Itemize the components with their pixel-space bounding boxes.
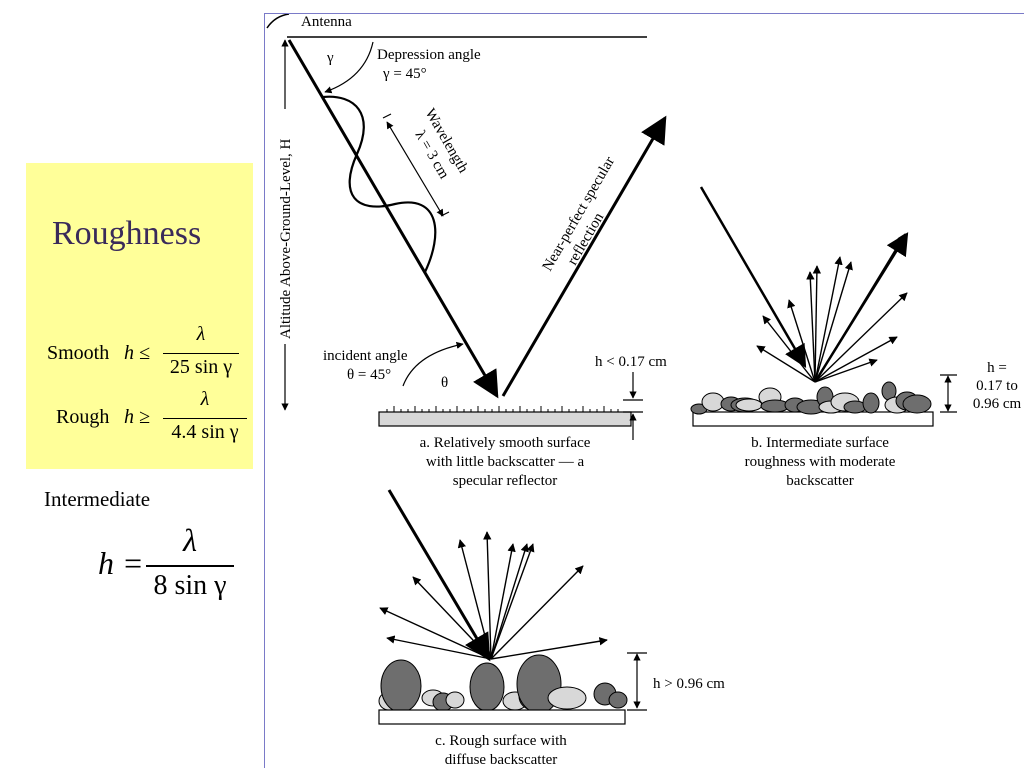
- incident-arrow-b: [699, 186, 807, 368]
- theta-symbol: θ: [441, 375, 448, 391]
- backscatter-ray: [812, 265, 822, 383]
- backscatter-ray: [379, 607, 492, 660]
- backscatter-ray: [483, 531, 492, 660]
- caption-a-line3: specular reflector: [453, 473, 558, 489]
- rough-surface: [378, 709, 626, 725]
- height-a-label: h < 0.17 cm: [595, 354, 667, 370]
- wavelength-wave: [322, 95, 437, 273]
- depression-angle-arc: [324, 41, 374, 94]
- stone: [445, 691, 465, 709]
- incident-angle-arc: [402, 341, 464, 387]
- height-b-label-3: 0.96 cm: [973, 396, 1022, 412]
- incident-angle-label: incident angle: [323, 348, 408, 364]
- caption-b-line3: backscatter: [786, 473, 853, 489]
- smooth-surface-texture: [386, 406, 619, 412]
- depression-angle-value: γ = 45°: [382, 66, 427, 82]
- backscatter-ray: [386, 635, 492, 660]
- backscatter-ray: [813, 232, 909, 383]
- specular-reflection-arrow: [501, 115, 667, 397]
- intermediate-label: Intermediate: [44, 487, 151, 511]
- wavelength-tick-top: [382, 113, 392, 119]
- height-c-label: h > 0.96 cm: [653, 676, 725, 692]
- rough-denominator: 4.4 sin γ: [171, 421, 239, 443]
- altitude-label: Altitude Above-Ground-Level, H: [278, 138, 294, 339]
- rough-numerator: λ: [200, 388, 210, 410]
- incident-angle-value: θ = 45°: [347, 367, 391, 383]
- diagram-svg: Antenna Altitude Above-Ground-Level, H γ…: [266, 14, 1022, 768]
- caption-a-line1: a. Relatively smooth surface: [420, 435, 591, 451]
- panel-title: Roughness: [52, 215, 202, 252]
- rough-label: Rough: [56, 406, 110, 428]
- intermediate-lhs: h =: [98, 545, 144, 581]
- smooth-label: Smooth: [47, 342, 110, 364]
- backscatter-ray: [490, 637, 608, 660]
- stone: [701, 392, 725, 412]
- backscatter-ray: [457, 539, 492, 660]
- smooth-fraction-bar: [163, 353, 239, 354]
- stone: [380, 659, 422, 713]
- backscatter-ray: [756, 345, 816, 383]
- backscatter-ray: [814, 336, 898, 383]
- stone: [608, 691, 628, 709]
- backscatter-ray: [412, 576, 492, 660]
- antenna-icon: [266, 14, 290, 29]
- backscatter-ray: [490, 565, 584, 660]
- intermediate-fraction-bar: [146, 565, 234, 567]
- intermediate-denominator: 8 sin γ: [153, 570, 227, 601]
- caption-c-line2: diffuse backscatter: [445, 752, 558, 768]
- backscatter-ray: [762, 315, 816, 383]
- roughness-formula-panel: Roughness Smooth h ≤ λ 25 sin γ Rough h …: [26, 163, 253, 469]
- smooth-numerator: λ: [196, 323, 206, 345]
- caption-a-line2: with little backscatter — a: [426, 454, 585, 470]
- rough-surface-stones: [378, 654, 628, 714]
- backscatter-ray: [787, 299, 816, 383]
- height-b-label-2: 0.17 to: [976, 378, 1018, 394]
- backscatter-rays-c: [379, 531, 608, 660]
- stone: [469, 662, 505, 712]
- smooth-relation: h ≤: [124, 342, 150, 364]
- rough-relation: h ≥: [124, 406, 150, 428]
- smooth-denominator: 25 sin γ: [169, 356, 233, 378]
- wavelength-tick-bottom: [440, 211, 450, 217]
- caption-b-line1: b. Intermediate surface: [751, 435, 889, 451]
- backscatter-ray: [490, 543, 535, 660]
- radar-roughness-diagram: Antenna Altitude Above-Ground-Level, H γ…: [264, 13, 1024, 768]
- gamma-symbol: γ: [326, 50, 334, 66]
- backscatter-ray: [814, 358, 878, 383]
- backscatter-rays-b: [756, 232, 909, 383]
- depression-angle-label: Depression angle: [377, 47, 481, 63]
- backscatter-ray: [490, 543, 529, 660]
- wavelength-dimension: [386, 121, 444, 217]
- incident-beam-arrow: [287, 39, 499, 399]
- intermediate-numerator: λ: [183, 522, 197, 558]
- backscatter-ray: [814, 256, 843, 383]
- antenna-label: Antenna: [301, 14, 352, 30]
- stone: [862, 392, 880, 414]
- caption-c-line1: c. Rough surface with: [435, 733, 567, 749]
- incident-arrow-c: [387, 489, 491, 662]
- altitude-label-bg: [275, 109, 295, 344]
- backscatter-ray: [806, 271, 816, 383]
- smooth-surface: [378, 411, 632, 427]
- stone: [902, 394, 932, 414]
- rough-fraction-bar: [163, 418, 247, 419]
- stone: [735, 398, 763, 412]
- caption-b-line2: roughness with moderate: [745, 454, 896, 470]
- height-b-label-1: h =: [987, 360, 1007, 376]
- stone: [547, 686, 587, 710]
- backscatter-ray: [814, 292, 908, 383]
- intermediate-surface-stones: [690, 381, 932, 415]
- backscatter-ray: [814, 261, 853, 383]
- backscatter-ray: [490, 543, 516, 660]
